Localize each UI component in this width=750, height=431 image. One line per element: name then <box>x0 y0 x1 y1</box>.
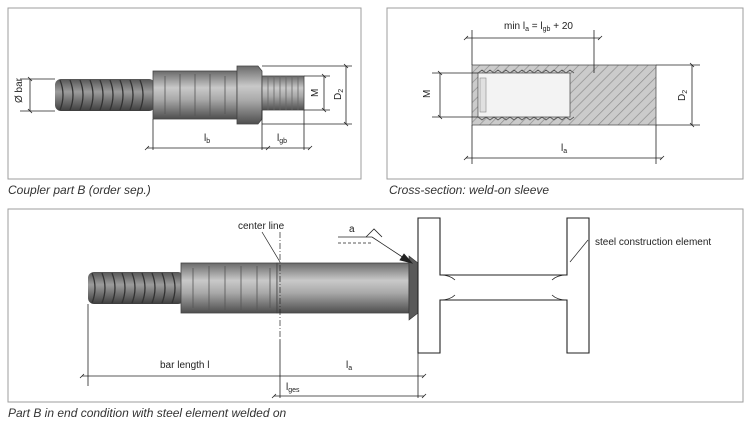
label-thread-m: M <box>310 89 321 97</box>
label-bar-diameter: Ø bar <box>14 77 25 103</box>
dimension-lines <box>20 63 352 151</box>
label-la: la <box>346 360 352 372</box>
caption-end-condition: Part B in end condition with steel eleme… <box>8 406 286 420</box>
weld-on-sleeve <box>276 255 419 321</box>
label-bar-length: bar length l <box>160 360 209 371</box>
label-weld-a: a <box>349 224 355 235</box>
coupler-body <box>152 65 305 125</box>
label-lges: lges <box>286 382 300 394</box>
weld-seam <box>408 255 419 321</box>
label-d2: D2 <box>333 89 345 100</box>
caption-coupler-part-b: Coupler part B (order sep.) <box>8 183 151 197</box>
center-line-leader <box>261 231 281 263</box>
panel-end-condition: center line a steel construction element… <box>7 208 744 420</box>
panel-weld-on-sleeve: min la = lgb + 20 M D2 la Cross-section:… <box>386 7 744 197</box>
label-d2: D2 <box>677 90 689 101</box>
sleeve-threaded-bore <box>477 69 575 121</box>
coupler-body <box>180 262 278 314</box>
label-min-la: min la = lgb + 20 <box>504 21 573 33</box>
rebar-illustration <box>88 272 184 304</box>
label-steel-construction-element: steel construction element <box>595 237 711 248</box>
label-la: la <box>561 143 567 155</box>
label-thread-m: M <box>422 90 433 98</box>
weld-symbol <box>338 228 414 264</box>
dimension-lines <box>432 30 700 164</box>
label-center-line: center line <box>238 221 285 232</box>
panel-coupler-part-b: Ø bar M D2 lb lgb Coupler part B (order … <box>7 7 362 197</box>
caption-weld-on-sleeve: Cross-section: weld-on sleeve <box>389 183 549 197</box>
label-lgb: lgb <box>277 133 287 145</box>
dimension-lines <box>79 304 427 399</box>
rebar-illustration <box>55 79 155 111</box>
steel-label-leader <box>569 239 589 263</box>
steel-i-beam <box>417 217 590 354</box>
label-lb: lb <box>204 133 210 145</box>
